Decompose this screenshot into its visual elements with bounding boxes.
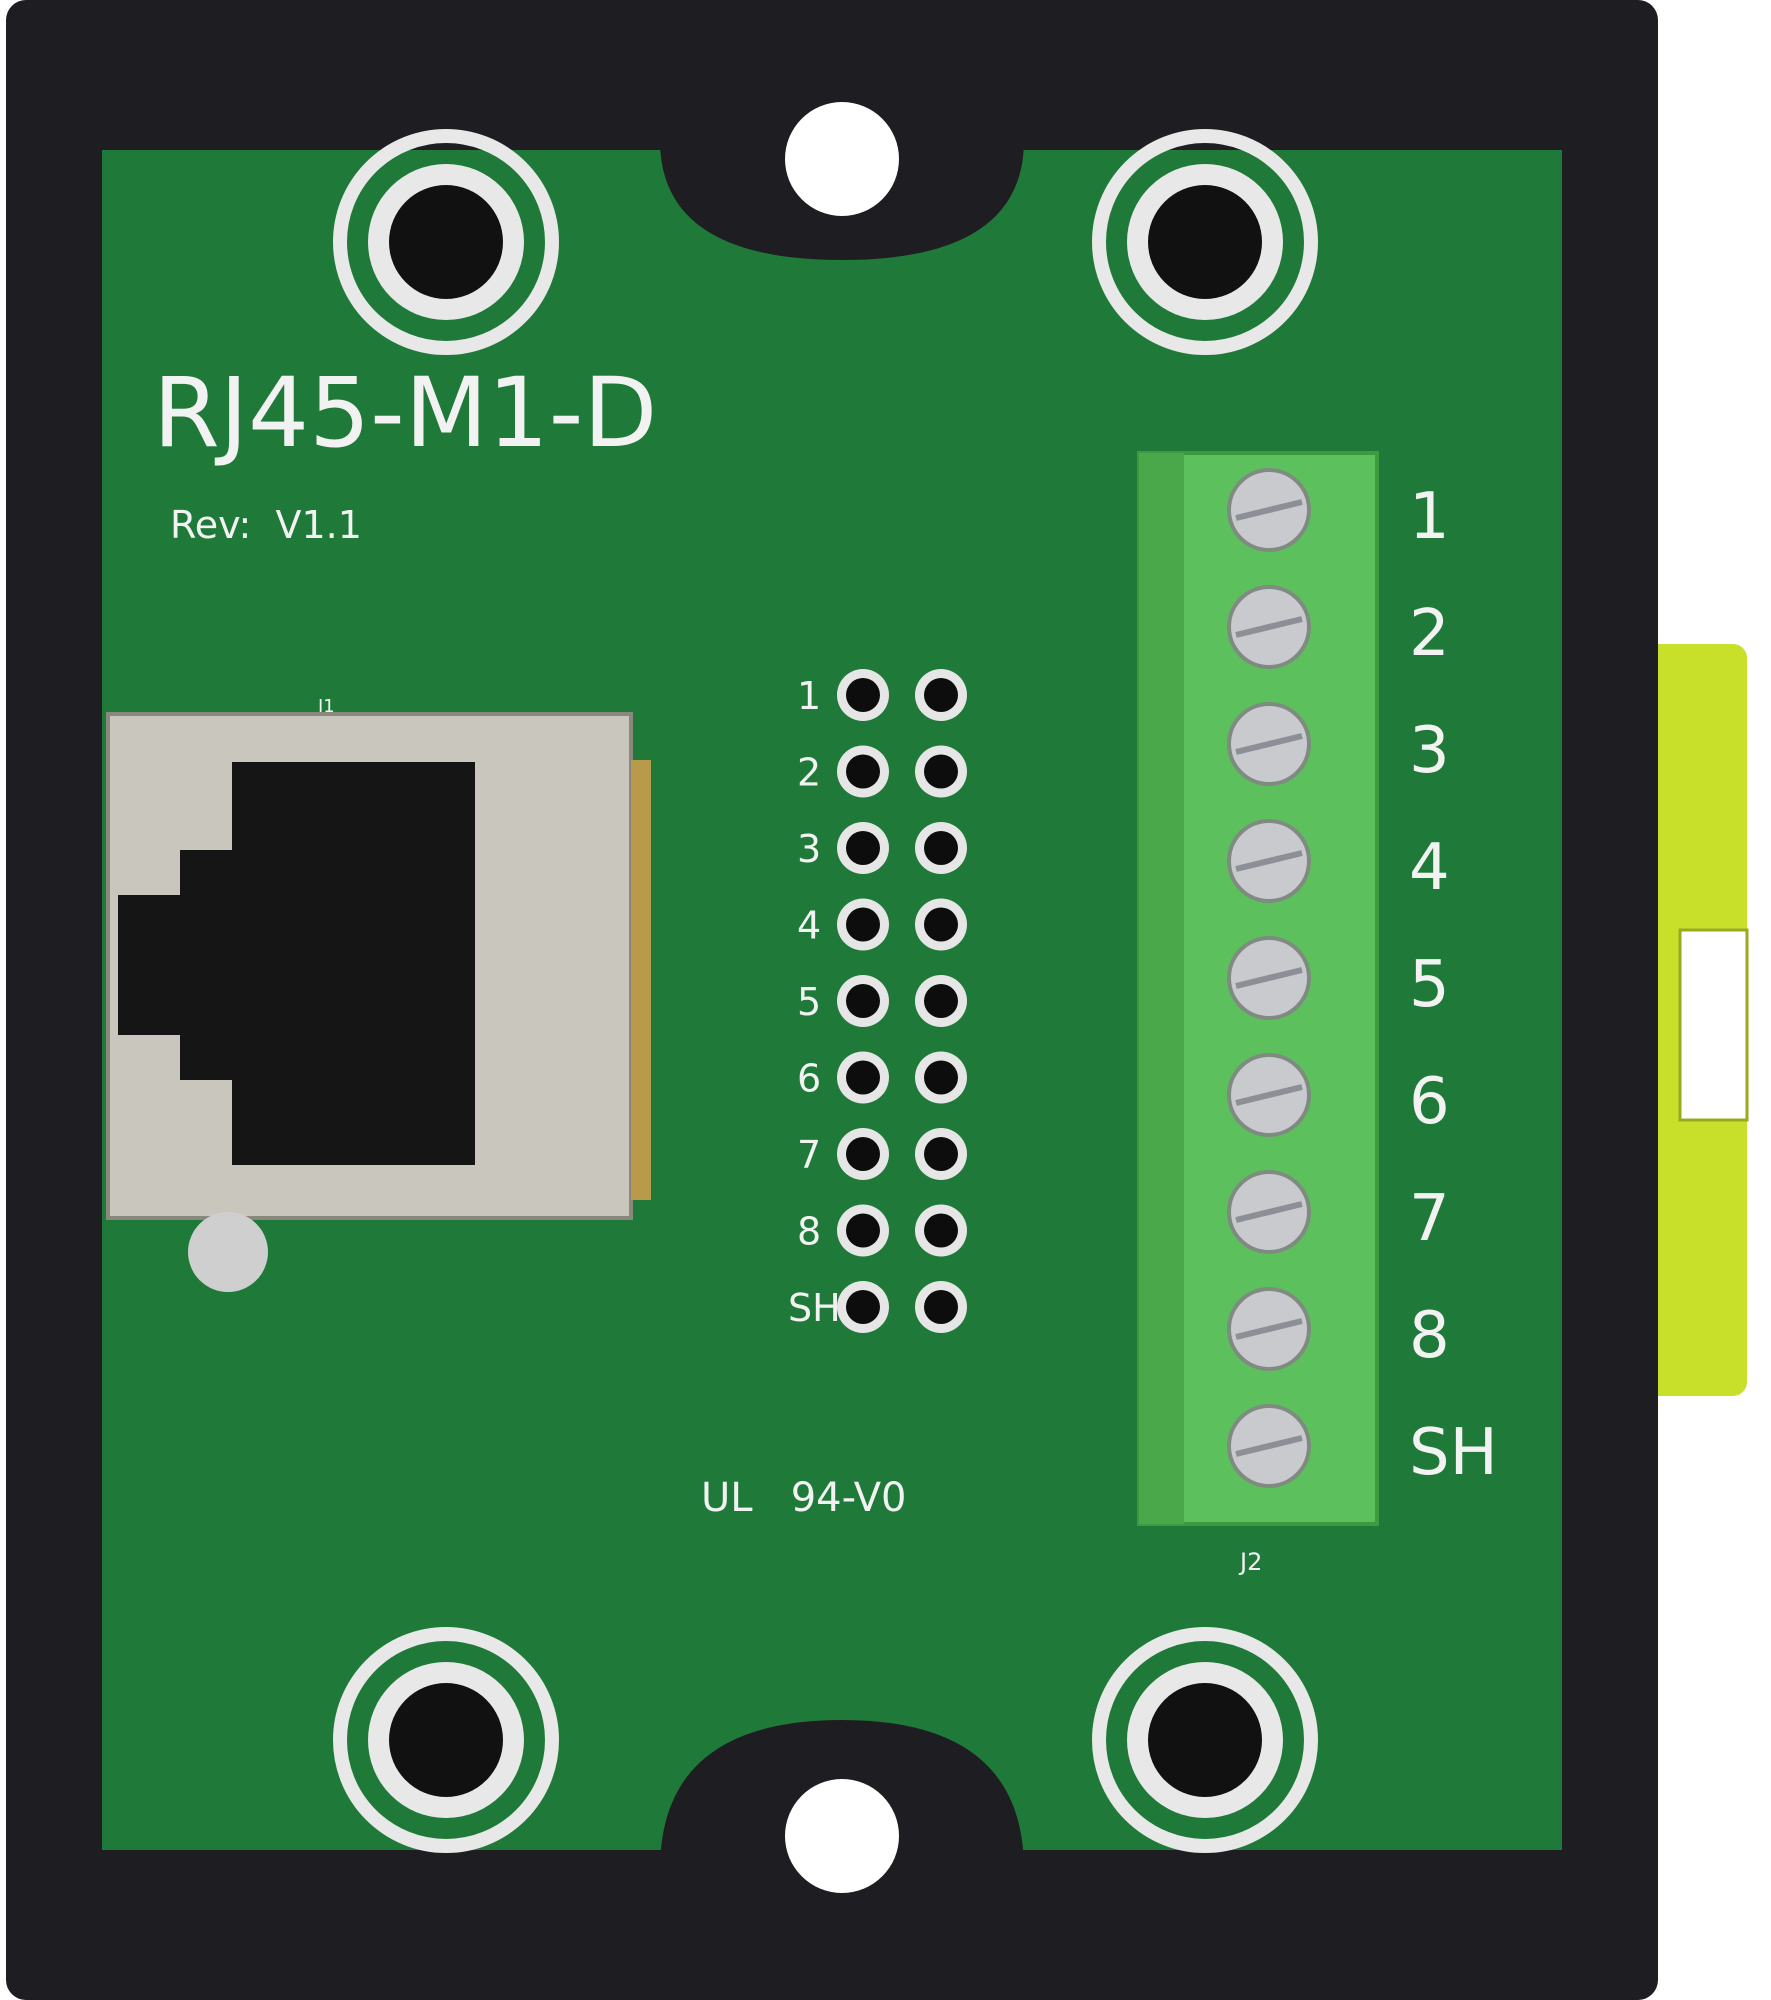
- mounting-hole-bottom-left: [333, 1627, 559, 1853]
- mounting-hole-top-right: [1092, 129, 1318, 355]
- terminal-label: 6: [1409, 1065, 1450, 1139]
- rj45-port-opening: [118, 762, 475, 1165]
- bottom-mount-hole: [785, 1779, 899, 1893]
- terminal-label: 4: [1409, 831, 1450, 905]
- model-label: RJ45-M1-D: [153, 357, 657, 469]
- header-pin-label: 1: [797, 674, 821, 718]
- header-pin-label: 4: [797, 904, 821, 948]
- terminal-label: 2: [1409, 597, 1450, 671]
- terminal-label: 5: [1409, 948, 1450, 1022]
- header-pin-label: 2: [797, 751, 821, 795]
- mounting-hole-top-left: [333, 129, 559, 355]
- terminal-label: SH: [1409, 1416, 1498, 1490]
- mounting-hole-bottom-right: [1092, 1627, 1318, 1853]
- header-pin-label: 8: [797, 1210, 821, 1254]
- rating-label: UL 94-V0: [701, 1475, 907, 1521]
- header-pin-label: 6: [797, 1057, 821, 1101]
- revision-label: Rev: V1.1: [170, 503, 362, 547]
- terminal-designator: J2: [1238, 1548, 1262, 1576]
- top-mount-hole: [785, 102, 899, 216]
- header-pin-label: 5: [797, 980, 821, 1024]
- terminal-label: 8: [1409, 1299, 1450, 1373]
- rj45-designator: J1: [317, 696, 335, 717]
- header-pin-label: 7: [797, 1133, 821, 1177]
- rj45-jack: [106, 712, 651, 1292]
- terminal-label: 1: [1409, 480, 1450, 554]
- terminal-label: 3: [1409, 714, 1450, 788]
- header-pin-label: SH: [788, 1286, 841, 1330]
- terminal-label: 7: [1409, 1182, 1450, 1256]
- header-pin-label: 3: [797, 827, 821, 871]
